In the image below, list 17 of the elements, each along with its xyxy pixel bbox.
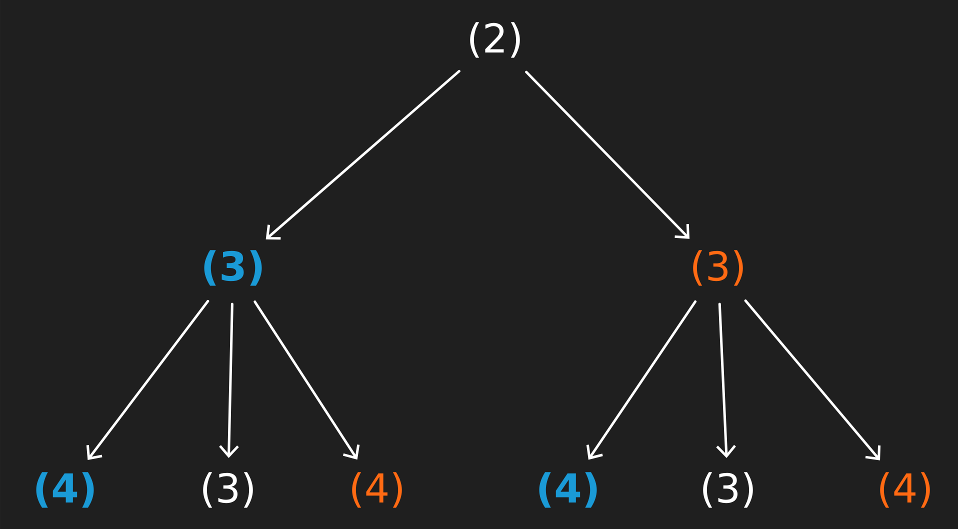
node-label: (3) [693,250,743,286]
node-label: (4) [36,472,94,508]
arrow [86,300,210,460]
node-label: (4) [352,472,402,508]
node-label: (2) [470,22,520,58]
arrow [744,299,881,460]
arrow [716,302,736,458]
arrow [254,300,360,460]
node-label: (3) [204,250,262,286]
arrow [525,70,690,239]
node-label: (3) [703,472,753,508]
node-label: (4) [880,472,930,508]
arrow [266,70,460,240]
arrow [586,300,697,460]
node-label: (4) [539,472,597,508]
node-label: (3) [203,472,253,508]
arrow [219,302,239,458]
